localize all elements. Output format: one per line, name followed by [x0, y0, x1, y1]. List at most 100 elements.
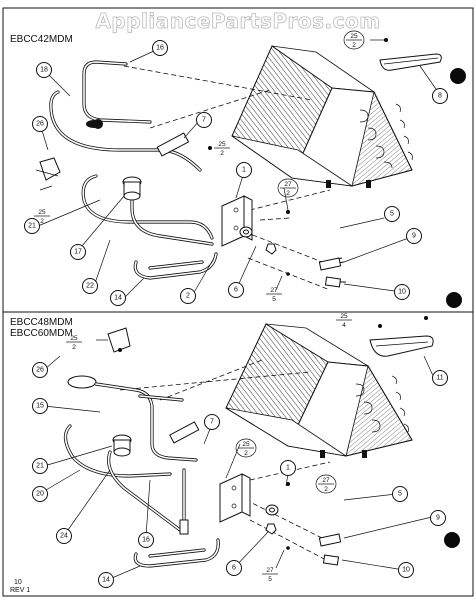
- mounting-bracket-b: [219, 473, 251, 523]
- svg-text:25: 25: [218, 141, 226, 148]
- assembly-line-a3: [249, 189, 331, 211]
- svg-text:2: 2: [40, 218, 44, 225]
- svg-text:11: 11: [436, 375, 443, 382]
- callout-b-15: 15: [32, 398, 48, 414]
- callout-a-21: 21: [24, 218, 40, 234]
- svg-text:8: 8: [438, 93, 442, 100]
- hardware-a: [35, 38, 388, 288]
- svg-text:26: 26: [36, 121, 44, 128]
- svg-text:10: 10: [402, 567, 410, 574]
- callout-b-21: 21: [32, 458, 48, 474]
- evaporator-coil-b: [225, 323, 413, 458]
- svg-text:10: 10: [398, 289, 406, 296]
- svg-text:14: 14: [114, 295, 122, 302]
- model-label-b2: EBCC60MDM: [10, 328, 73, 339]
- svg-text:21: 21: [28, 223, 36, 230]
- distributor-a: [86, 120, 142, 201]
- svg-text:24: 24: [60, 533, 68, 540]
- callout-a-10: 10: [394, 284, 410, 300]
- svg-text:14: 14: [102, 577, 110, 584]
- svg-text:5: 5: [390, 211, 394, 218]
- refrigerant-tubing-a: [49, 60, 218, 280]
- callout-b-20: 20: [32, 486, 48, 502]
- callout-a-18: 18: [36, 62, 52, 78]
- svg-text:7: 7: [202, 117, 206, 124]
- svg-text:16: 16: [142, 537, 150, 544]
- callout-a-22: 22: [82, 278, 98, 294]
- assembly-line-a6: [259, 217, 291, 221]
- svg-text:2: 2: [220, 150, 224, 157]
- fraction-a-25-2-top: 25 2: [343, 30, 365, 50]
- svg-text:9: 9: [436, 515, 440, 522]
- assembly-line-b5: [249, 519, 331, 563]
- callout-a-8: 8: [432, 88, 448, 104]
- svg-text:25: 25: [242, 441, 250, 448]
- svg-text:25: 25: [340, 313, 348, 320]
- svg-text:1: 1: [286, 465, 290, 472]
- fraction-a-27-2: 27 2: [277, 178, 299, 198]
- callout-a-5: 5: [384, 206, 400, 222]
- leader-lines-a: [37, 39, 439, 299]
- svg-text:26: 26: [36, 367, 44, 374]
- svg-text:9: 9: [412, 233, 416, 240]
- callout-b-6: 6: [226, 560, 242, 576]
- watermark-text: AppliancePartsPros.com: [95, 9, 380, 33]
- callout-a-1: 1: [236, 162, 252, 178]
- svg-text:2: 2: [352, 42, 356, 49]
- callout-b-5: 5: [392, 486, 408, 502]
- svg-text:7: 7: [210, 419, 214, 426]
- svg-text:22: 22: [86, 283, 94, 290]
- fraction-a-27-5: 27 5: [266, 287, 282, 303]
- hardware-b: [107, 316, 428, 566]
- svg-text:25: 25: [350, 33, 358, 40]
- fraction-b-27-2: 27 2: [315, 474, 337, 494]
- distributor-b: [112, 434, 189, 535]
- diagram-border: [2, 7, 474, 597]
- svg-text:20: 20: [36, 491, 44, 498]
- callout-a-6: 6: [228, 282, 244, 298]
- svg-text:17: 17: [74, 249, 82, 256]
- svg-text:27: 27: [322, 477, 330, 484]
- leader-lines-b: [43, 339, 437, 579]
- callout-a-26: 26: [32, 116, 48, 132]
- svg-text:6: 6: [234, 287, 238, 294]
- assembly-line-b4: [245, 499, 327, 541]
- callout-a-14: 14: [110, 290, 126, 306]
- drip-shield-a: [379, 53, 442, 71]
- callout-a-7: 7: [196, 112, 212, 128]
- fraction-b-27-5: 27 5: [262, 567, 278, 583]
- fraction-a-25-2-left: 25 2: [34, 209, 50, 225]
- svg-text:21: 21: [36, 463, 44, 470]
- binding-hole-1: [450, 68, 466, 84]
- fraction-b-25-2-left: 25 2: [66, 335, 82, 351]
- svg-text:27: 27: [284, 181, 292, 188]
- svg-text:16: 16: [156, 45, 164, 52]
- section-a: EBCC42MDM: [10, 30, 448, 306]
- callout-a-9: 9: [406, 228, 422, 244]
- svg-text:27: 27: [270, 287, 278, 294]
- refrigerant-tubing-b: [63, 375, 220, 568]
- page-number: 10: [14, 579, 22, 586]
- revision-label: REV 1: [10, 587, 30, 594]
- callout-a-16: 16: [152, 40, 168, 56]
- callout-b-7: 7: [204, 414, 220, 430]
- assembly-line-a4: [244, 231, 331, 266]
- callout-b-14: 14: [98, 572, 114, 588]
- callout-b-11: 11: [432, 370, 448, 386]
- fraction-a-25-2-mid: 25 2: [214, 141, 230, 157]
- callout-b-9: 9: [430, 510, 446, 526]
- callout-b-24: 24: [56, 528, 72, 544]
- mounting-bracket-a: [221, 195, 253, 247]
- svg-text:5: 5: [272, 296, 276, 303]
- binding-hole-3: [444, 532, 460, 548]
- assembly-line-a2: [149, 89, 271, 129]
- svg-text:5: 5: [268, 576, 272, 583]
- fraction-b-25-4: 25 4: [336, 313, 352, 329]
- model-label-a: EBCC42MDM: [10, 34, 73, 45]
- callout-a-2: 2: [180, 288, 196, 304]
- svg-text:2: 2: [244, 450, 248, 457]
- svg-text:2: 2: [186, 293, 190, 300]
- model-label-b1: EBCC48MDM: [10, 317, 73, 328]
- svg-text:5: 5: [398, 491, 402, 498]
